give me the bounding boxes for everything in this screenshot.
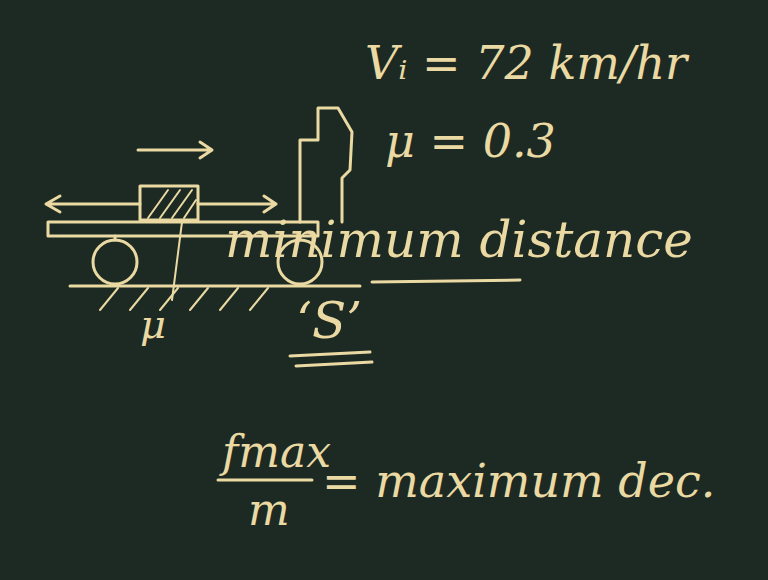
coefficient-label: μ = 0.3 bbox=[385, 118, 556, 164]
wheel bbox=[93, 240, 137, 284]
hatching bbox=[148, 190, 196, 218]
block bbox=[140, 186, 198, 220]
truck-cab bbox=[300, 108, 352, 222]
double-underline bbox=[290, 352, 372, 366]
leader-line bbox=[172, 222, 182, 300]
note-text: minimum distance bbox=[225, 215, 693, 265]
velocity-arrow bbox=[138, 142, 212, 158]
note-text: = maximum dec. bbox=[322, 458, 715, 504]
symbol-label: ‘S’ bbox=[296, 296, 362, 346]
friction-arrow bbox=[46, 196, 140, 212]
fraction-bar bbox=[218, 479, 312, 482]
underline bbox=[372, 280, 520, 282]
force-arrow bbox=[198, 196, 276, 212]
numerator-text: fmax bbox=[222, 430, 331, 474]
denominator-text: m bbox=[248, 488, 290, 532]
mu-label: μ bbox=[140, 304, 166, 344]
velocity-label: Vᵢ = 72 km/hr bbox=[365, 40, 687, 86]
ground-line bbox=[70, 285, 360, 288]
ground-hatching bbox=[100, 288, 268, 310]
